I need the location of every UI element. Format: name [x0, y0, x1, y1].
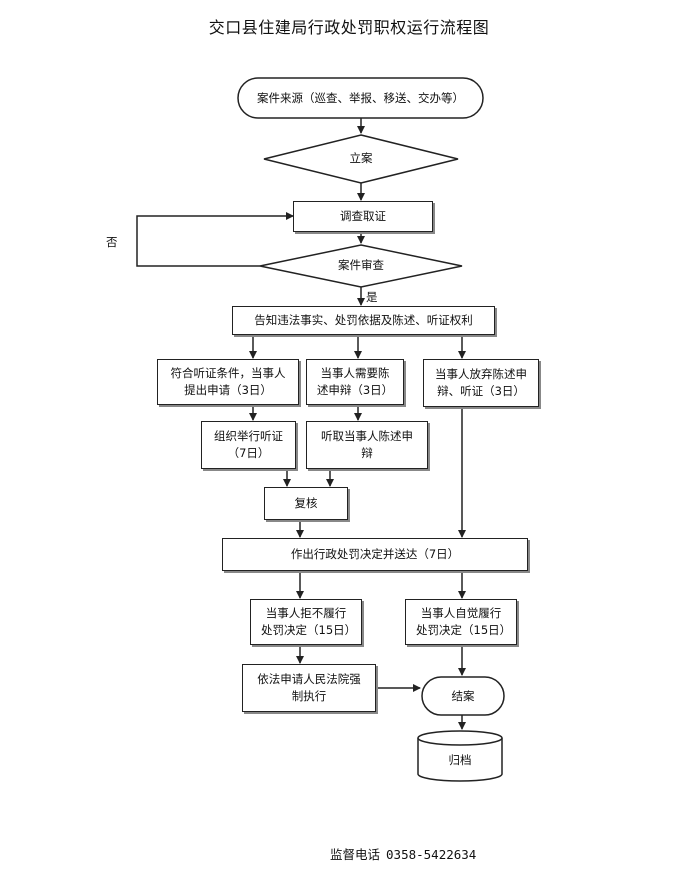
node-investigate: 调查取证: [293, 201, 433, 232]
node-close: 结案: [451, 689, 475, 703]
hotline-label: 监督电话: [330, 847, 381, 862]
node-archive: 归档: [448, 753, 472, 767]
page-title: 交口县住建局行政处罚职权运行流程图: [208, 18, 490, 37]
node-decision: 作出行政处罚决定并送达（7日）: [222, 538, 528, 571]
node-hearing-request: 符合听证条件，当事人提出申请（3日）: [157, 359, 299, 405]
close-terminator: [421, 676, 505, 716]
no-label: 否: [106, 235, 118, 249]
node-comply: 当事人自觉履行处罚决定（15日）: [405, 599, 517, 645]
archive-cylinder-top: [417, 730, 503, 746]
node-review: 案件审查: [338, 258, 384, 272]
hotline-number: 0358-5422634: [386, 847, 477, 862]
archive-cylinder-body: [417, 738, 503, 782]
node-recheck: 复核: [264, 487, 348, 520]
node-file-case: 立案: [349, 151, 373, 165]
node-hear-statement: 听取当事人陈述申辩: [306, 421, 428, 469]
node-refuse: 当事人拒不履行处罚决定（15日）: [250, 599, 362, 645]
node-notify: 告知违法事实、处罚依据及陈述、听证权利: [232, 306, 495, 335]
node-source: 案件来源（巡查、举报、移送、交办等）: [257, 91, 464, 105]
yes-label: 是: [366, 290, 378, 304]
node-organize-hearing: 组织举行听证（7日）: [201, 421, 296, 469]
node-enforce: 依法申请人民法院强制执行: [242, 664, 376, 712]
node-waive: 当事人放弃陈述申辩、听证（3日）: [423, 359, 539, 407]
node-statement-request: 当事人需要陈述申辩（3日）: [306, 359, 404, 405]
supervision-hotline: 监督电话 0358-5422634: [330, 844, 476, 863]
